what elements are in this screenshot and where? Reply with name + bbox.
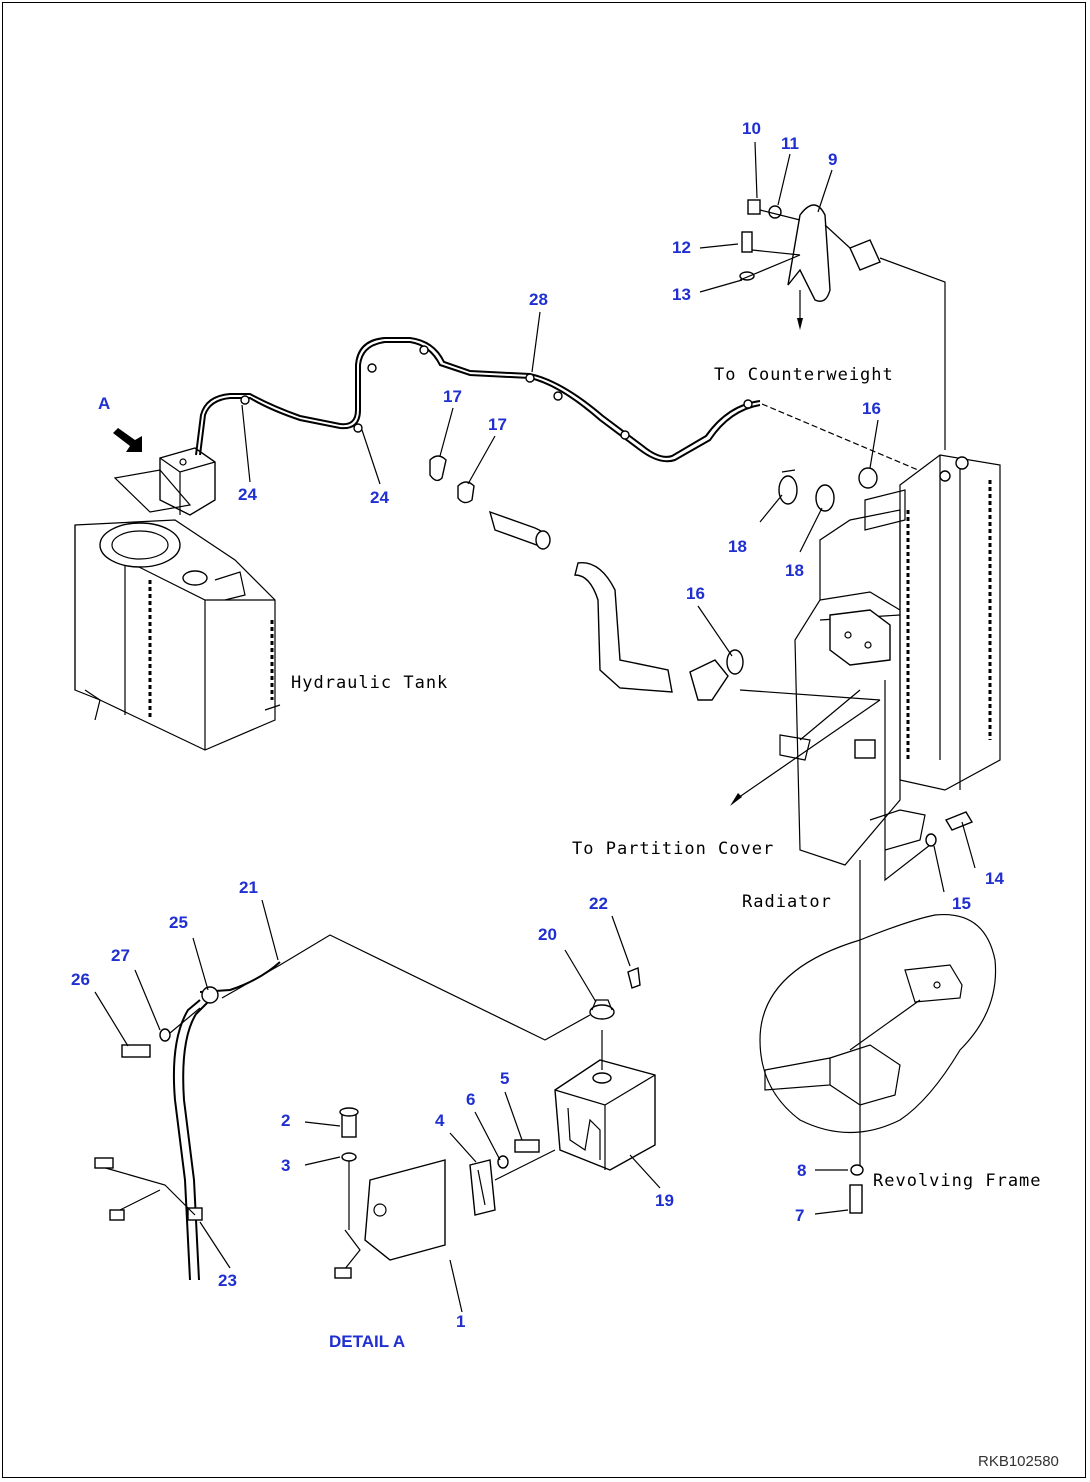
callout-11: 11 (781, 134, 799, 153)
callout-22: 22 (589, 894, 608, 913)
clamp-17-a (429, 455, 447, 482)
clamp-18-b (815, 484, 835, 512)
callout-15: 15 (952, 894, 971, 913)
callout-9: 9 (828, 150, 837, 169)
sensor-22 (627, 967, 641, 989)
callout-27: 27 (111, 946, 130, 965)
note-hydraulic-tank: Hydraulic Tank (291, 673, 448, 693)
cap-20 (589, 999, 615, 1020)
callout-18-b: 18 (785, 561, 804, 580)
bolt-2-washer-3 (339, 1107, 359, 1230)
hydraulic-tank (74, 519, 281, 751)
callout-3: 3 (281, 1156, 290, 1175)
bracket-1 (334, 1159, 446, 1279)
callout-8: 8 (797, 1161, 806, 1180)
overflow-hose-28 (195, 337, 919, 471)
note-to-counterweight: To Counterweight (714, 365, 894, 385)
callout-12: 12 (672, 238, 691, 257)
reserve-tank-19 (554, 1030, 656, 1171)
callout-13: 13 (672, 285, 691, 304)
callout-21: 21 (239, 878, 258, 897)
callout-2: 2 (281, 1111, 290, 1130)
callout-14: 14 (985, 869, 1004, 888)
drawing-number: RKB102580 (978, 1453, 1059, 1470)
detail-a-label: DETAIL A (329, 1332, 405, 1351)
bolt-26-washer-27 (121, 1007, 201, 1058)
hose-21 (172, 934, 591, 1281)
callout-10: 10 (742, 119, 761, 138)
clamp-16-upper (858, 467, 878, 489)
clamp-18-a (778, 469, 798, 505)
callout-6: 6 (466, 1090, 475, 1109)
callout-23: 23 (218, 1271, 237, 1290)
revolving-frame-detail (759, 913, 997, 1214)
callout-5: 5 (500, 1069, 509, 1088)
clamp-17-b (457, 481, 475, 504)
radiator-assembly (730, 454, 1001, 1170)
radiator-bracket-9 (739, 199, 946, 450)
hose-23-end (94, 1157, 196, 1221)
callout-24-a: 24 (238, 485, 257, 504)
clamp-16-lower (726, 649, 744, 675)
callout-1: 1 (456, 1312, 465, 1331)
note-to-partition-cover: To Partition Cover (572, 839, 774, 859)
callout-24-b: 24 (370, 488, 389, 507)
callout-18-a: 18 (728, 537, 747, 556)
note-revolving-frame: Revolving Frame (873, 1171, 1042, 1191)
view-arrow-a (113, 428, 142, 452)
callout-26: 26 (71, 970, 90, 989)
callout-20: 20 (538, 925, 557, 944)
callout-16-lower: 16 (686, 584, 705, 603)
callout-28: 28 (529, 290, 548, 309)
callout-19: 19 (655, 1191, 674, 1210)
callout-4: 4 (435, 1111, 445, 1130)
radiator-lower-hose (574, 562, 729, 701)
callout-17-b: 17 (488, 415, 507, 434)
view-marker-a: A (98, 394, 110, 413)
callout-17-a: 17 (443, 387, 462, 406)
callout-16-upper: 16 (862, 399, 881, 418)
callout-7: 7 (795, 1206, 804, 1225)
note-radiator: Radiator (742, 892, 832, 912)
reserve-tank-mount-small (113, 447, 216, 516)
leader-lines (94, 141, 976, 1313)
clip-4-washer-6-bolt-5 (469, 1139, 556, 1216)
callout-25: 25 (169, 913, 188, 932)
radiator-upper-hose (488, 510, 551, 550)
